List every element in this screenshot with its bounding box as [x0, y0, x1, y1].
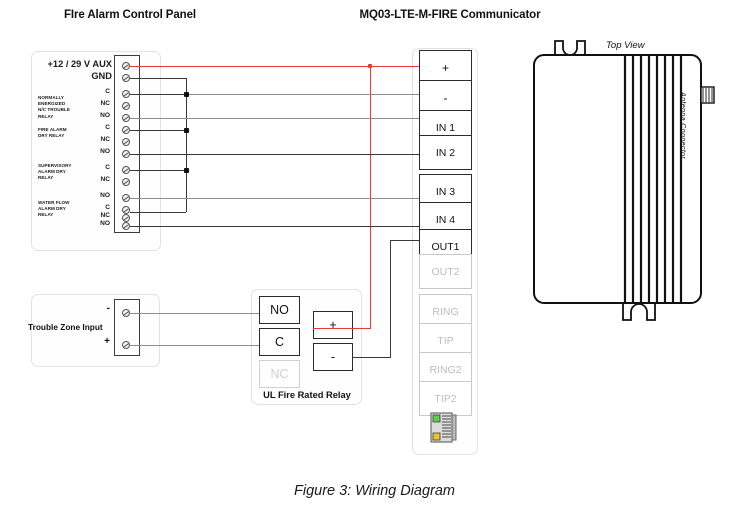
ul-relay-contact-c[interactable]: C: [259, 328, 300, 356]
wire-out1-to-relay-coil-negative: [353, 357, 391, 358]
group-line: DRY RELAY: [38, 133, 65, 139]
trouble-zone-label-negative: -: [106, 303, 110, 314]
antenna-connector-label: Antenna Connector: [679, 92, 688, 160]
pin-label-supervisory-no: NO: [100, 192, 110, 199]
ul-relay-contact-nc: NC: [259, 360, 300, 388]
junction-trouble-c: [184, 92, 189, 97]
mounting-tab-bottom: [622, 301, 656, 321]
terminal-screw-gnd[interactable]: [122, 74, 130, 82]
wire-supervisory-c-to-bus: [130, 170, 186, 171]
pin-label-firealarm-no: NO: [100, 148, 110, 155]
communicator-terminal-negative[interactable]: -: [419, 80, 472, 115]
pin-label-trouble-c: C: [105, 88, 110, 95]
terminal-screw-trouble-nc[interactable]: [122, 102, 130, 110]
wire-troublezone-negative-to-relay-no: [130, 313, 259, 314]
group-line: WATER FLOW: [38, 200, 70, 205]
group-line: SUPERVISORY: [38, 163, 72, 168]
trouble-zone-label-positive: +: [104, 336, 110, 347]
communicator-terminal-tip2: TIP2: [419, 381, 472, 416]
terminal-screw-trouble-no[interactable]: [122, 114, 130, 122]
pin-label-trouble-no: NO: [100, 112, 110, 119]
pin-label-firealarm-c: C: [105, 124, 110, 131]
wire-out1-vertical: [390, 240, 391, 357]
terminal-screw-trouble-c[interactable]: [122, 90, 130, 98]
pin-label-firealarm-nc: NC: [100, 136, 110, 143]
terminal-screw-waterflow-c[interactable]: [122, 206, 130, 214]
ul-relay-coil-negative[interactable]: -: [313, 343, 353, 371]
pin-label-trouble-nc: NC: [100, 100, 110, 107]
ul-relay-name: UL Fire Rated Relay: [263, 390, 351, 400]
ul-relay-contact-no[interactable]: NO: [259, 296, 300, 324]
junction-supervisory-c: [184, 168, 189, 173]
wire-trouble-no-to-in1: [130, 118, 419, 119]
pin-label-waterflow-c: C: [105, 204, 110, 211]
pin-label-supervisory-nc: NC: [100, 176, 110, 183]
terminal-screw-supervisory-c[interactable]: [122, 166, 130, 174]
trouble-zone-name: Trouble Zone Input: [28, 322, 103, 332]
group-line: ENERGIZED: [38, 101, 66, 107]
group-label-fire-alarm-relay: FIRE ALARM DRY RELAY: [38, 127, 90, 139]
device-top-view-illustration: [533, 40, 715, 321]
group-line: RELAY: [38, 175, 54, 181]
wire-aux-to-communicator-positive: [130, 66, 419, 67]
group-line: ALARM DRY: [38, 206, 66, 212]
wire-trouble-c-to-bus: [130, 94, 186, 95]
communicator-terminal-in2[interactable]: IN 2: [419, 135, 472, 170]
ul-relay-coil-positive[interactable]: +: [313, 311, 353, 339]
terminal-screw-firealarm-no[interactable]: [122, 150, 130, 158]
top-view-label: Top View: [606, 40, 645, 51]
group-line: NORMALLY: [38, 95, 65, 100]
terminal-screw-waterflow-no[interactable]: [122, 222, 130, 230]
group-line: N/C TROUBLE: [38, 107, 70, 113]
wire-trouble-c-to-communicator-negative: [130, 94, 419, 95]
pin-label-waterflow-no: NO: [100, 220, 110, 227]
communicator-title: MQ03-LTE-M-FIRE Communicator: [359, 9, 541, 21]
pin-label-waterflow-nc: NC: [100, 212, 110, 219]
wire-power-branch-vertical: [370, 66, 371, 328]
heatsink-fins: [623, 56, 683, 302]
label-aux-power: +12 / 29 V AUX: [47, 59, 112, 69]
terminal-screw-waterflow-nc[interactable]: [122, 214, 130, 222]
terminal-screw-supervisory-no[interactable]: [122, 194, 130, 202]
wire-out1-horizontal: [390, 240, 419, 241]
wire-troublezone-positive-to-relay-c: [130, 345, 259, 346]
device-body: [533, 54, 702, 304]
wire-power-to-relay-coil-positive: [313, 328, 371, 329]
junction-firealarm-c: [184, 128, 189, 133]
fire-alarm-panel-title: FIre Alarm Control Panel: [63, 9, 196, 21]
terminal-screw-supervisory-nc[interactable]: [122, 178, 130, 186]
junction-power-branch: [368, 64, 372, 68]
pin-label-supervisory-c: C: [105, 164, 110, 171]
mounting-tab-top: [554, 40, 586, 56]
label-gnd: GND: [91, 71, 112, 81]
rj45-icon: [430, 412, 457, 443]
communicator-terminal-positive[interactable]: +: [419, 50, 472, 85]
group-line: RELAY: [38, 113, 54, 119]
communicator-terminal-out2: OUT2: [419, 254, 472, 289]
group-line: FIRE ALARM: [38, 127, 67, 132]
wire-gnd-to-bus: [130, 78, 186, 79]
wire-firealarm-c-to-bus: [130, 130, 186, 131]
terminal-screw-aux[interactable]: [122, 62, 130, 70]
trouble-zone-screw-positive[interactable]: [122, 341, 130, 349]
terminal-screw-firealarm-nc[interactable]: [122, 138, 130, 146]
group-label-supervisory-relay: SUPERVISORY ALARM DRY RELAY: [38, 163, 90, 182]
group-label-waterflow-relay: WATER FLOW ALARM DRY RELAY: [38, 200, 90, 219]
wire-waterflow-c-to-bus: [130, 212, 186, 213]
wire-firealarm-no-to-in2: [130, 154, 419, 155]
group-line: RELAY: [38, 212, 54, 218]
wire-waterflow-no-to-in4: [130, 226, 419, 227]
group-line: ALARM DRY: [38, 169, 66, 175]
group-label-trouble-relay: NORMALLY ENERGIZED N/C TROUBLE RELAY: [38, 95, 90, 120]
wire-supervisory-no-to-in3: [130, 198, 419, 199]
antenna-connector-stub: [700, 86, 715, 104]
terminal-screw-firealarm-c[interactable]: [122, 126, 130, 134]
wire-common-bus-vertical: [186, 78, 187, 212]
figure-caption: Figure 3: Wiring Diagram: [293, 483, 456, 499]
trouble-zone-screw-negative[interactable]: [122, 309, 130, 317]
